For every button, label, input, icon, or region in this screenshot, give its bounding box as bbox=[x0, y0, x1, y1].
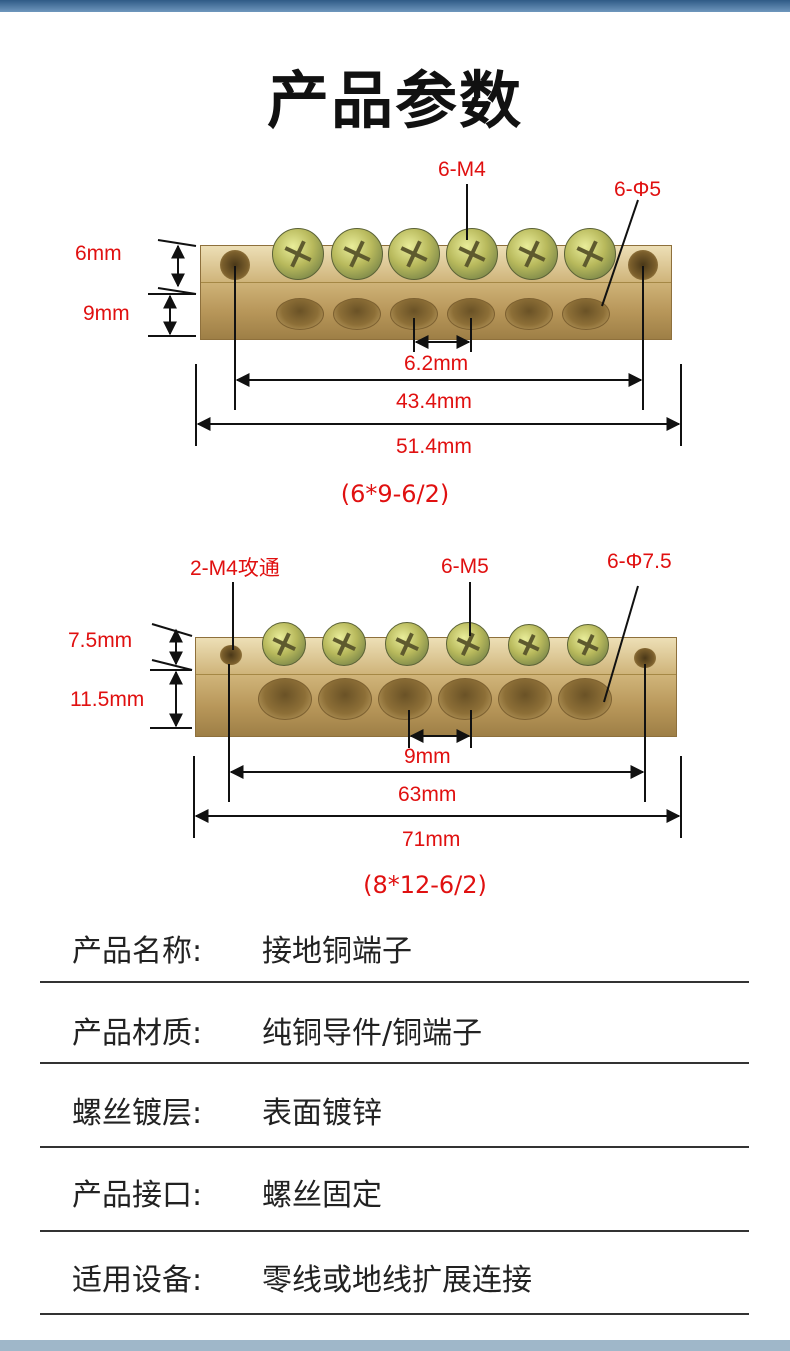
spec-value-interface: 螺丝固定 bbox=[262, 1178, 382, 1213]
screw-head bbox=[331, 228, 383, 280]
screw-count-label: 6-M5 bbox=[441, 555, 489, 578]
tapped-hole-label: 2-M4攻通 bbox=[190, 557, 280, 580]
wire-hole bbox=[505, 298, 553, 330]
spec-label-material: 产品材质: bbox=[72, 1016, 203, 1051]
screw-head bbox=[567, 624, 609, 666]
screw-head bbox=[388, 228, 440, 280]
row-divider bbox=[40, 1313, 749, 1315]
spec-value-plating: 表面镀锌 bbox=[262, 1096, 382, 1131]
model-spec-label: (6*9-6/2) bbox=[340, 480, 450, 508]
spec-value-name: 接地铜端子 bbox=[262, 934, 412, 969]
wire-hole bbox=[258, 678, 312, 720]
wire-hole bbox=[498, 678, 552, 720]
through-tapped-hole-right bbox=[634, 648, 656, 668]
wire-hole bbox=[378, 678, 432, 720]
screw-head bbox=[272, 228, 324, 280]
pitch-label: 6.2mm bbox=[404, 352, 469, 375]
height-top-label: 6mm bbox=[75, 242, 122, 265]
hole-span-label: 63mm bbox=[398, 783, 457, 806]
hole-count-label: 6-Φ7.5 bbox=[607, 550, 672, 573]
page-title: 产品参数 bbox=[266, 64, 523, 137]
top-banner-strip bbox=[0, 0, 790, 12]
screw-head bbox=[506, 228, 558, 280]
spec-value-application: 零线或地线扩展连接 bbox=[262, 1263, 532, 1298]
model-spec-label: (8*12-6/2) bbox=[363, 871, 487, 899]
height-top-label: 7.5mm bbox=[68, 629, 133, 652]
hole-count-label: 6-Φ5 bbox=[614, 178, 662, 201]
bottom-banner-strip bbox=[0, 1340, 790, 1351]
spec-label-plating: 螺丝镀层: bbox=[72, 1096, 203, 1131]
wire-hole bbox=[438, 678, 492, 720]
height-bottom-label: 11.5mm bbox=[70, 688, 145, 711]
pitch-label: 9mm bbox=[404, 745, 451, 768]
wire-hole bbox=[276, 298, 324, 330]
spec-label-interface: 产品接口: bbox=[72, 1178, 203, 1213]
wire-hole bbox=[558, 678, 612, 720]
spec-label-name: 产品名称: bbox=[72, 934, 203, 969]
wire-hole bbox=[333, 298, 381, 330]
total-length-label: 71mm bbox=[402, 828, 461, 851]
screw-head bbox=[446, 228, 498, 280]
through-tapped-hole-left bbox=[220, 645, 242, 665]
total-length-label: 51.4mm bbox=[396, 435, 472, 458]
row-divider bbox=[40, 1230, 749, 1232]
screw-head bbox=[262, 622, 306, 666]
row-divider bbox=[40, 1062, 749, 1064]
screw-count-label: 6-M4 bbox=[438, 158, 486, 181]
screw-head bbox=[322, 622, 366, 666]
spec-value-material: 纯铜导件/铜端子 bbox=[262, 1016, 483, 1051]
dimension-lines bbox=[148, 184, 682, 838]
screw-head bbox=[508, 624, 550, 666]
hole-span-label: 43.4mm bbox=[396, 390, 472, 413]
spec-label-application: 适用设备: bbox=[72, 1263, 203, 1298]
row-divider bbox=[40, 1146, 749, 1148]
screw-head bbox=[564, 228, 616, 280]
row-divider bbox=[40, 981, 749, 983]
height-bottom-label: 9mm bbox=[83, 302, 130, 325]
screw-head bbox=[385, 622, 429, 666]
wire-hole bbox=[318, 678, 372, 720]
screw-head bbox=[446, 622, 490, 666]
